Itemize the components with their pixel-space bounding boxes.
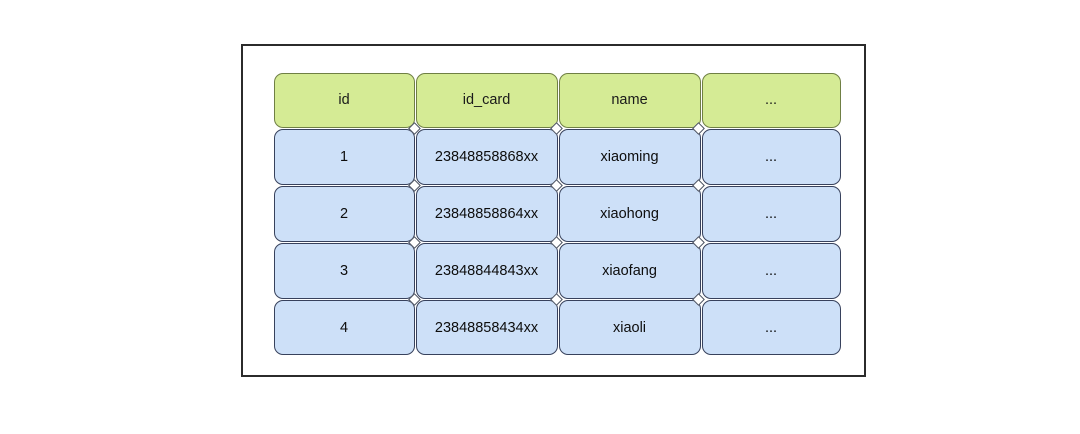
table-row: 2 23848858864xx xiaohong ... xyxy=(273,186,841,243)
column-header-name: name xyxy=(558,72,701,129)
cell-id: 1 xyxy=(273,129,415,186)
cell-id: 2 xyxy=(273,186,415,242)
cell-name: xiaoming xyxy=(558,129,701,186)
table-header-row: id id_card name ... xyxy=(273,72,841,129)
cell-id-card: 23848858434xx xyxy=(415,299,558,356)
cell-id-card: 23848844843xx xyxy=(415,242,558,299)
column-header-id-card: id_card xyxy=(415,72,558,129)
cell-id: 4 xyxy=(273,299,415,356)
table-row: 3 23848844843xx xiaofang ... xyxy=(273,242,841,299)
column-header-more: ... xyxy=(701,72,841,129)
cell-more: ... xyxy=(701,186,841,242)
cell-id: 3 xyxy=(273,242,415,299)
diagram-frame: id id_card name ... 1 23848858868xx xiao… xyxy=(241,44,866,377)
cell-id-card: 23848858868xx xyxy=(415,129,558,186)
cell-name: xiaoli xyxy=(558,299,701,356)
cell-more: ... xyxy=(701,129,841,186)
table-row: 1 23848858868xx xiaoming ... xyxy=(273,129,841,186)
cell-id-card: 23848858864xx xyxy=(415,186,558,242)
cell-name: xiaofang xyxy=(558,242,701,299)
cell-more: ... xyxy=(701,242,841,299)
cell-name: xiaohong xyxy=(558,186,701,242)
table-row: 4 23848858434xx xiaoli ... xyxy=(273,299,841,356)
column-header-id: id xyxy=(273,72,415,129)
cell-more: ... xyxy=(701,299,841,356)
entity-table: id id_card name ... 1 23848858868xx xiao… xyxy=(273,72,841,356)
